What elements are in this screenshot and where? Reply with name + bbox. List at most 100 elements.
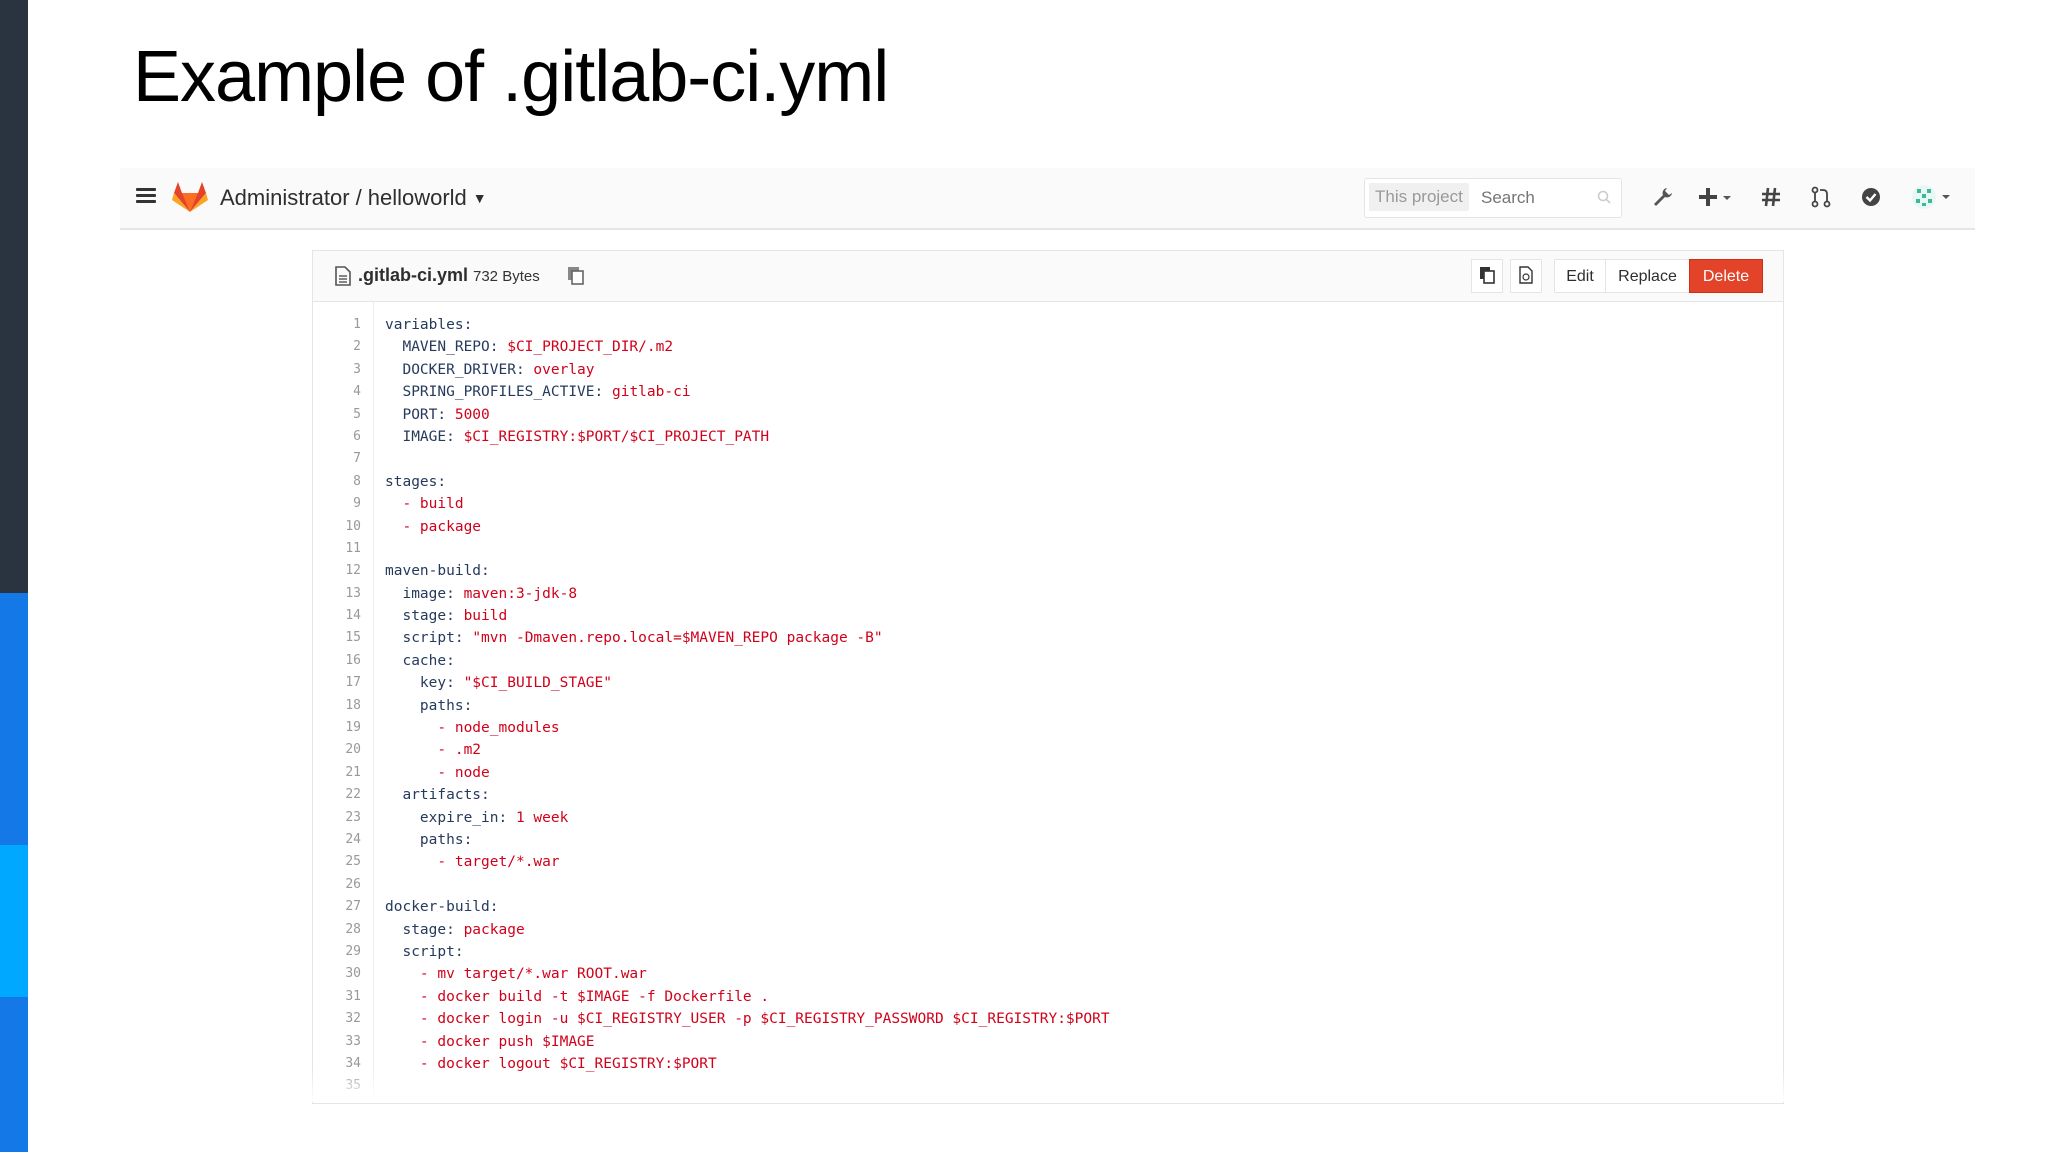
todo-check-icon[interactable]: [1860, 186, 1882, 208]
code-text: key: "$CI_BUILD_STAGE": [385, 672, 612, 694]
code-text: - target/*.war: [385, 851, 560, 873]
line-number[interactable]: 20: [345, 742, 361, 758]
line-number[interactable]: 32: [345, 1011, 361, 1027]
line-number[interactable]: 16: [345, 652, 361, 668]
line-number[interactable]: 13: [345, 585, 361, 601]
line-number[interactable]: 29: [345, 943, 361, 959]
line-number[interactable]: 10: [345, 518, 361, 534]
search-input[interactable]: [1481, 179, 1591, 217]
wrench-icon[interactable]: [1652, 186, 1674, 208]
merge-request-icon[interactable]: [1810, 186, 1832, 208]
line-number[interactable]: 28: [345, 921, 361, 937]
code-text: paths:: [385, 829, 472, 851]
line-number[interactable]: 30: [345, 966, 361, 982]
replace-button[interactable]: Replace: [1605, 259, 1690, 293]
line-number[interactable]: 33: [345, 1033, 361, 1049]
line-number[interactable]: 1: [353, 317, 361, 332]
slide-title: Example of .gitlab-ci.yml: [133, 37, 889, 117]
line-number[interactable]: 17: [345, 675, 361, 691]
line-number[interactable]: 26: [345, 876, 361, 892]
line-number[interactable]: 6: [353, 428, 361, 444]
yaml-key: script:: [385, 630, 473, 647]
chevron-down-icon[interactable]: ▼: [472, 190, 487, 206]
yaml-key: cache:: [385, 652, 455, 669]
line-number[interactable]: 21: [345, 764, 361, 780]
edit-button[interactable]: Edit: [1554, 259, 1606, 293]
line-number[interactable]: 5: [353, 406, 361, 422]
line-number[interactable]: 11: [345, 540, 361, 556]
breadcrumb-owner[interactable]: Administrator: [220, 185, 350, 210]
plus-icon[interactable]: [1698, 186, 1732, 208]
breadcrumb-separator: /: [355, 185, 362, 210]
line-number[interactable]: 18: [345, 697, 361, 713]
yaml-key: script:: [385, 943, 464, 960]
copy-icon: [1480, 267, 1495, 284]
line-number[interactable]: 3: [353, 361, 361, 377]
line-number[interactable]: 12: [345, 563, 361, 579]
yaml-key: [385, 989, 420, 1005]
hash-icon[interactable]: [1760, 186, 1782, 208]
yaml-value: - node: [437, 764, 490, 781]
line-number[interactable]: 2: [353, 339, 361, 355]
breadcrumb-project[interactable]: helloworld: [367, 185, 467, 210]
yaml-value: - .m2: [437, 742, 482, 759]
code-text: script: "mvn -Dmaven.repo.local=$MAVEN_R…: [385, 627, 883, 649]
line-number[interactable]: 31: [345, 988, 361, 1004]
line-number[interactable]: 9: [353, 496, 361, 512]
search-icon[interactable]: [1597, 190, 1611, 204]
yaml-key: paths:: [385, 831, 473, 848]
code-text: - docker push $IMAGE: [385, 1031, 595, 1053]
code-text: - package: [385, 516, 481, 538]
yaml-value: - target/*.war: [437, 854, 560, 871]
line-number[interactable]: 34: [345, 1055, 361, 1071]
yaml-key: SPRING_PROFILES_ACTIVE:: [385, 384, 612, 401]
yaml-key: expire_in:: [385, 809, 516, 826]
yaml-key: MAVEN_REPO:: [385, 339, 508, 356]
accent-strip-blue-bottom: [0, 997, 28, 1152]
line-number[interactable]: 24: [345, 831, 361, 847]
copy-path-icon[interactable]: [567, 266, 585, 286]
yaml-value: $CI_PROJECT_DIR/.m2: [507, 339, 674, 356]
yaml-value: 1 week: [515, 809, 569, 826]
code-text: - docker build -t $IMAGE -f Dockerfile .: [385, 986, 769, 1008]
line-number[interactable]: 14: [345, 608, 361, 624]
hamburger-icon[interactable]: [136, 188, 156, 204]
line-number[interactable]: 23: [345, 809, 361, 825]
line-number[interactable]: 8: [353, 473, 361, 489]
open-raw-button[interactable]: [1510, 259, 1542, 293]
code-text: - node: [385, 762, 490, 784]
line-number[interactable]: 25: [345, 854, 361, 870]
line-number[interactable]: 15: [345, 630, 361, 646]
breadcrumb: Administrator/helloworld ▼: [220, 185, 487, 211]
yaml-key: [385, 765, 437, 781]
file-viewer: .gitlab-ci.yml 732 Bytes Edit Replace: [312, 250, 1784, 1104]
yaml-key: [385, 720, 437, 736]
line-number[interactable]: 7: [353, 451, 361, 467]
yaml-value: "mvn -Dmaven.repo.local=$MAVEN_REPO pack…: [472, 630, 883, 647]
yaml-value: - docker push $IMAGE: [419, 1033, 595, 1050]
code-text: stages:: [385, 471, 446, 493]
yaml-value: - node_modules: [437, 720, 560, 737]
raw-file-icon: [1519, 266, 1533, 284]
file-size: 732 Bytes: [473, 268, 540, 285]
line-number[interactable]: 27: [345, 899, 361, 915]
line-number[interactable]: 19: [345, 720, 361, 736]
file-icon: [335, 266, 351, 286]
yaml-key: [385, 742, 437, 758]
code-text: - mv target/*.war ROOT.war: [385, 963, 647, 985]
code-text: cache:: [385, 650, 455, 672]
code-text: PORT: 5000: [385, 404, 489, 426]
avatar[interactable]: [1910, 183, 1954, 211]
yaml-value: "$CI_BUILD_STAGE": [463, 675, 612, 692]
line-number[interactable]: 22: [345, 787, 361, 803]
search-scope-label[interactable]: This project: [1369, 183, 1469, 211]
yaml-key: [385, 496, 402, 512]
gitlab-logo[interactable]: [172, 181, 208, 213]
copy-contents-button[interactable]: [1471, 259, 1503, 293]
line-number[interactable]: 4: [353, 384, 361, 400]
delete-button[interactable]: Delete: [1689, 259, 1763, 293]
yaml-key: [385, 1034, 420, 1050]
yaml-key: docker-build:: [385, 899, 499, 916]
accent-strip-blue: [0, 593, 28, 845]
yaml-key: [385, 519, 402, 535]
